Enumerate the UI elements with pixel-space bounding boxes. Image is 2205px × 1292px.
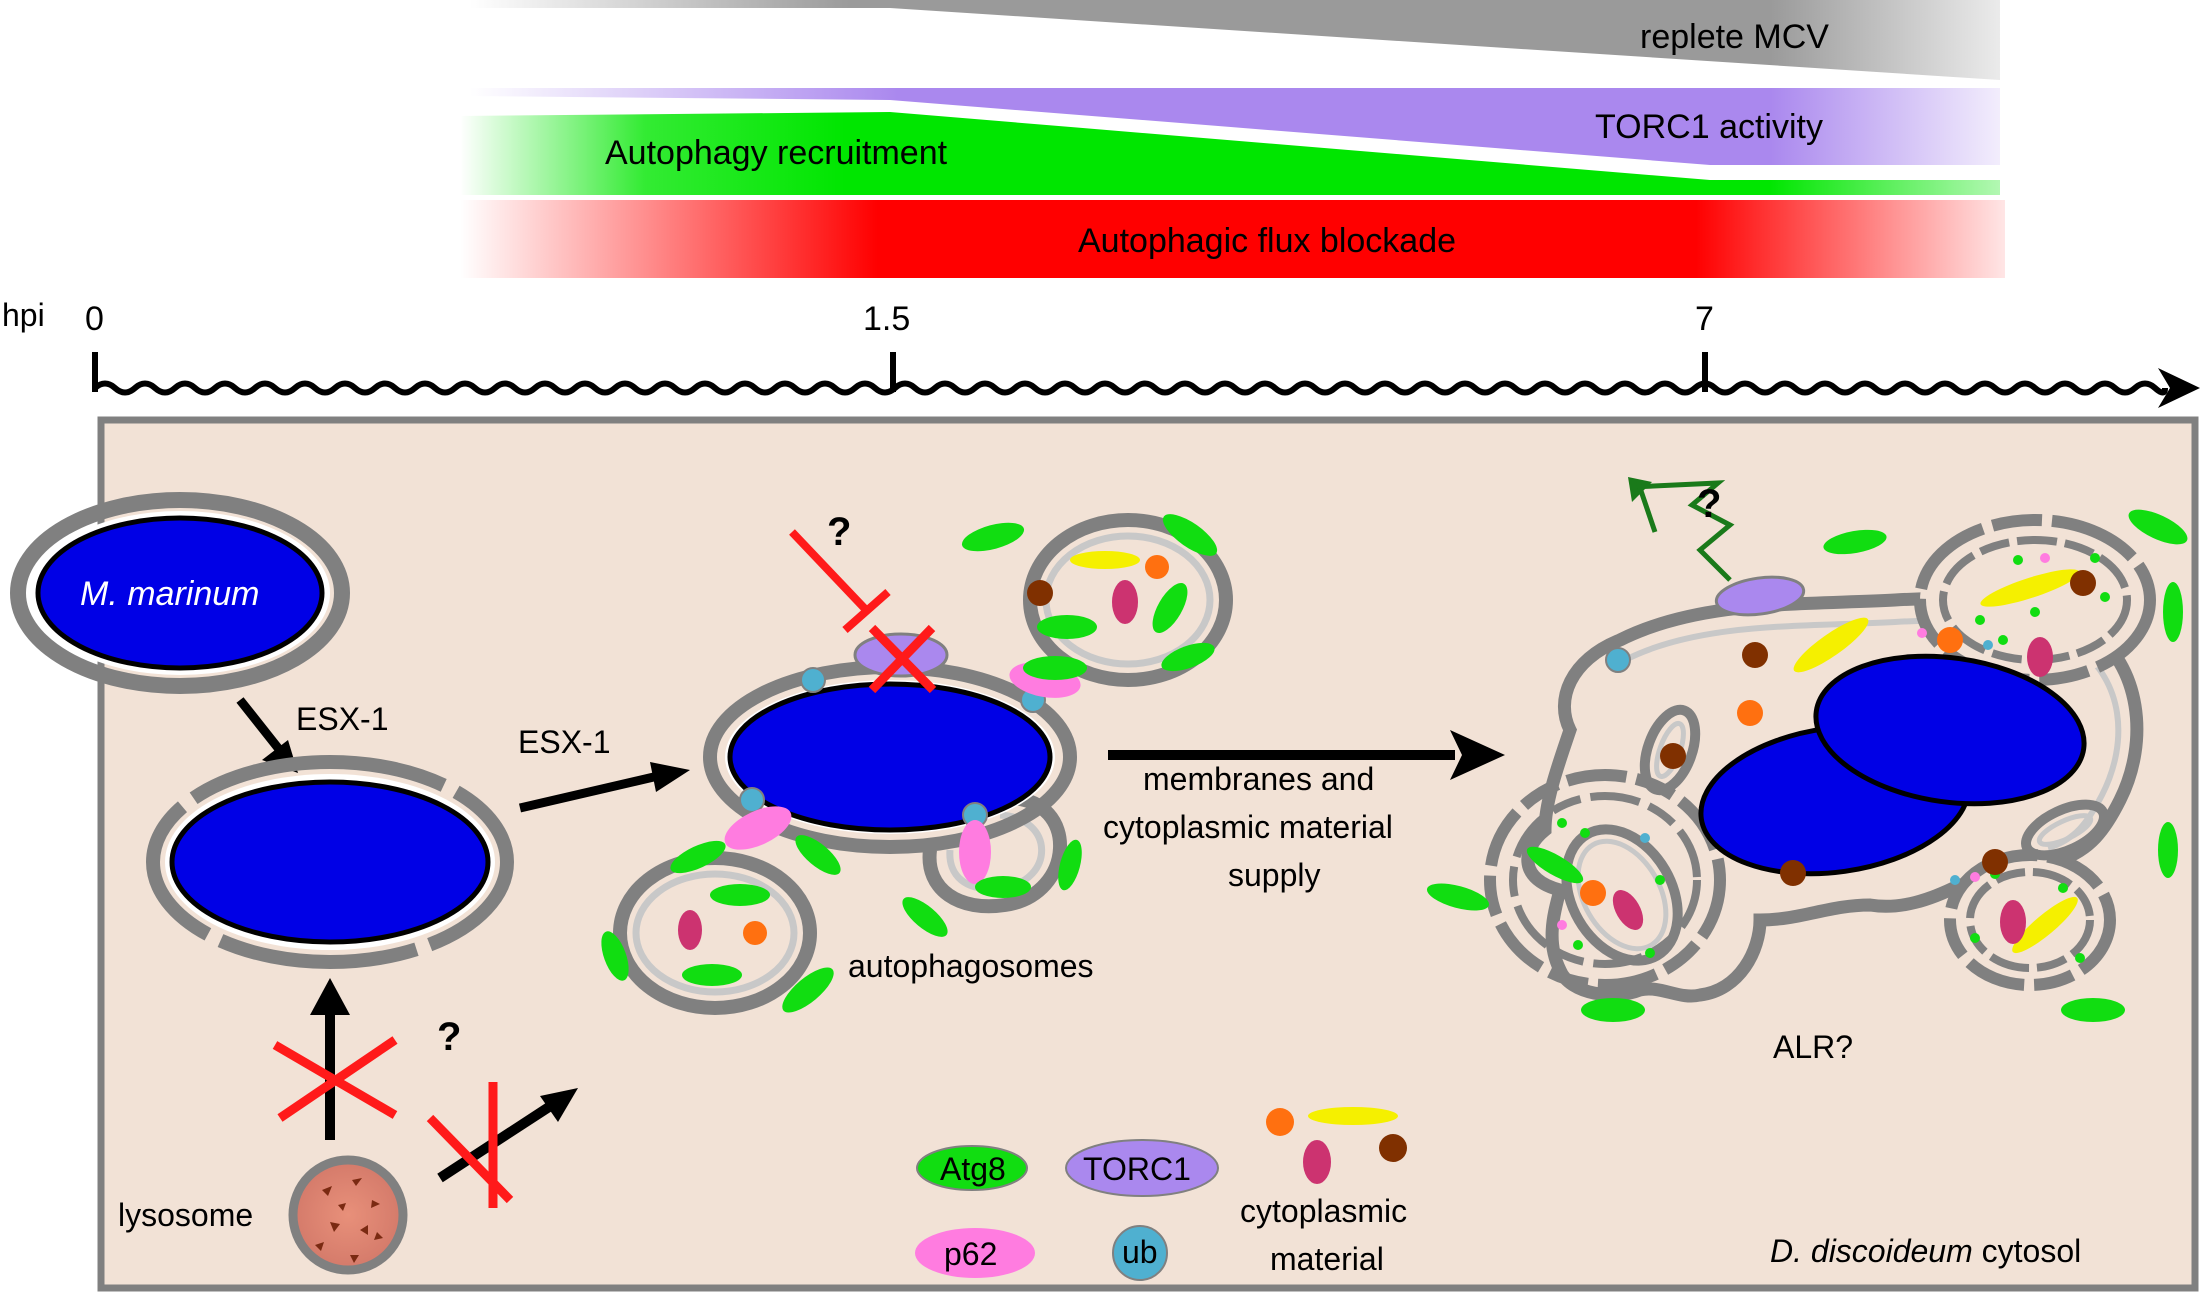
band-replete-mcv: replete MCV — [470, 0, 2000, 80]
legend-p62-label: p62 — [944, 1236, 997, 1272]
legend-p62: p62 — [915, 1228, 1035, 1278]
p62 — [959, 820, 991, 884]
band-label-flux: Autophagic flux blockade — [1078, 222, 1456, 260]
bacterium-marinum — [35, 515, 325, 671]
atg8 — [2061, 998, 2125, 1022]
legend-atg8: Atg8 — [916, 1145, 1028, 1191]
tick-label-7: 7 — [1695, 300, 1714, 338]
band-label-mcv: replete MCV — [1640, 18, 1829, 56]
atg8 — [601, 931, 629, 981]
band-label-torc1: TORC1 activity — [1595, 108, 1823, 146]
atg8 — [975, 876, 1031, 898]
band-label-autophagy: Autophagy recruitment — [605, 134, 948, 172]
supply-label-3: supply — [1228, 857, 1321, 893]
wavy-axis-line — [92, 380, 2168, 396]
alr-label: ALR? — [1773, 1029, 1853, 1065]
atg8 — [961, 522, 1025, 552]
bacterium-label: M. marinum — [80, 575, 259, 613]
arrow-esx1-b: ESX-1 — [518, 724, 690, 813]
lysosome — [288, 1155, 408, 1275]
cytosol-label: D. discoideum cytosol — [1770, 1233, 2081, 1269]
p62 — [724, 806, 792, 850]
legend-torc1: TORC1 — [1065, 1139, 1219, 1197]
atg8 — [1161, 642, 1215, 672]
atg8 — [795, 835, 841, 875]
esx1-label-b: ESX-1 — [518, 724, 610, 760]
cytosol-label-rest: cytosol — [1973, 1233, 2081, 1269]
stage4-mcv: ALR? ? — [1426, 477, 2188, 1065]
inhibition-arrow — [789, 529, 871, 615]
legend-cyto-label-1: cytoplasmic — [1240, 1193, 1407, 1229]
bacterium-stage3 — [727, 681, 1053, 833]
stage1-vacuole: M. marinum — [10, 492, 350, 694]
bacterium-stage2 — [169, 779, 491, 945]
torc1-cross-2 — [868, 624, 936, 694]
atg8 — [1058, 839, 1082, 891]
legend-ub: ub — [1112, 1225, 1168, 1281]
atg8 — [1426, 883, 1490, 911]
axis-arrowhead — [2158, 368, 2200, 408]
atg8 — [1823, 529, 1887, 555]
band-autophagy-recruitment: Autophagy recruitment — [460, 112, 2000, 195]
question-lysosome: ? — [437, 1015, 461, 1059]
lysosome-group: ? lysosome — [118, 978, 578, 1275]
band-flux-blockade: Autophagic flux blockade — [460, 200, 2005, 278]
atg8 — [2128, 509, 2188, 545]
band-torc1-activity: TORC1 activity — [470, 88, 2000, 165]
ub-dot — [1605, 647, 1631, 673]
atg8 — [1023, 656, 1087, 680]
supply-label-2: cytoplasmic material — [1103, 809, 1393, 845]
stage3-mcv: ? — [601, 510, 1233, 1015]
stage2-vacuole — [146, 755, 514, 969]
atg8 — [670, 840, 726, 874]
atg8 — [2158, 822, 2178, 878]
arrow-supply: membranes and cytoplasmic material suppl… — [1103, 730, 1505, 893]
legend: Atg8 TORC1 p62 ub cytoplasmic material — [915, 1107, 1407, 1281]
supply-label-1: membranes and — [1143, 761, 1374, 797]
bacterium-stage4-b — [1813, 653, 2087, 807]
autophagosome — [1023, 513, 1233, 687]
tick-label-1-5: 1.5 — [863, 300, 910, 338]
axis-label-hpi: hpi — [2, 297, 45, 333]
legend-cyto-label-2: material — [1270, 1241, 1384, 1277]
cytosol-label-species: D. discoideum — [1770, 1233, 1973, 1269]
timeline-axis: hpi 0 1.5 7 — [2, 297, 2200, 408]
atg8 — [902, 897, 948, 937]
ub-dot — [739, 787, 765, 813]
legend-cytoplasmic: cytoplasmic material — [1240, 1107, 1407, 1277]
lysosome-label: lysosome — [118, 1197, 253, 1233]
atg8 — [1581, 998, 1645, 1022]
legend-ub-label: ub — [1122, 1234, 1158, 1270]
question-torc1: ? — [827, 510, 851, 554]
torc1-on-mcv — [1714, 575, 1806, 617]
atg8 — [782, 967, 834, 1013]
legend-torc1-label: TORC1 — [1083, 1151, 1191, 1187]
atg8 — [1162, 514, 1218, 556]
tick-label-0: 0 — [85, 300, 104, 338]
arrow-esx1-a: ESX-1 — [236, 697, 388, 773]
question-signal: ? — [1697, 482, 1721, 526]
legend-atg8-label: Atg8 — [940, 1151, 1006, 1187]
cross-a2 — [277, 1036, 398, 1122]
esx1-label-a: ESX-1 — [296, 701, 388, 737]
ub-dot — [800, 667, 826, 693]
autophagosomes-label: autophagosomes — [848, 948, 1094, 984]
atg8 — [2163, 582, 2183, 642]
signal-zigzag — [1631, 480, 1735, 582]
